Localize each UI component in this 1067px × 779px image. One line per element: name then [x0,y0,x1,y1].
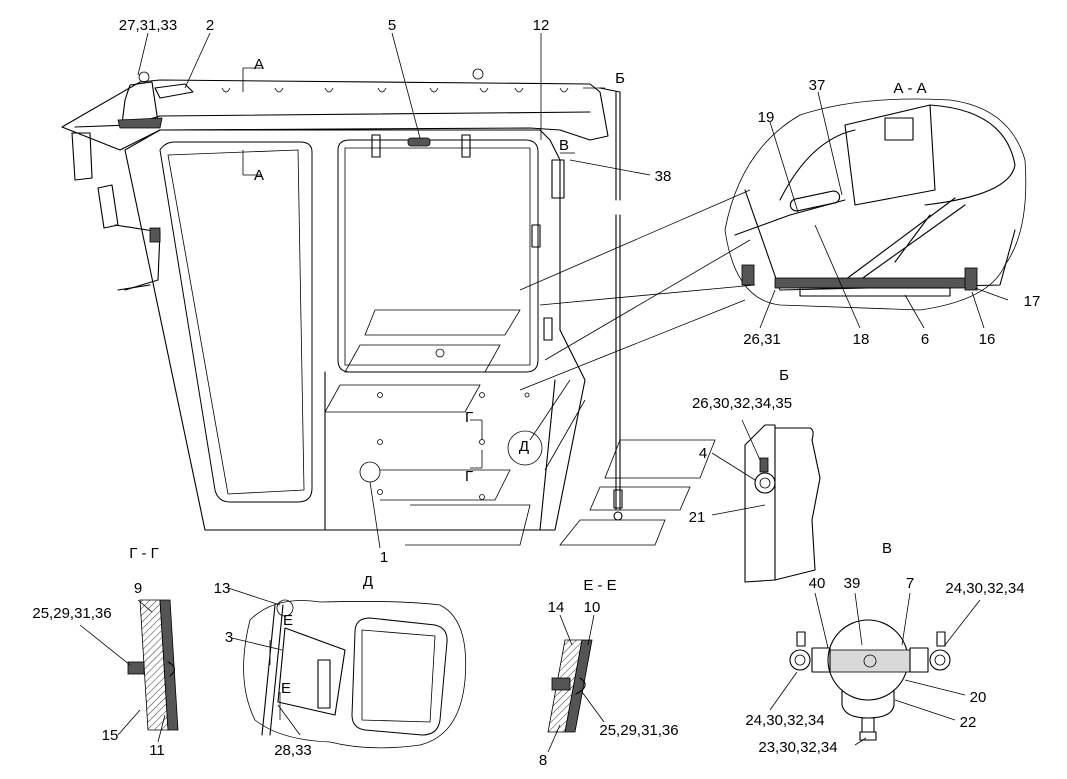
callout-v: В [559,137,569,154]
callout-14: 14 [548,599,565,616]
callout-17: 17 [1024,293,1041,310]
section-title-gg: Г - Г [129,545,159,562]
callout-8: 8 [539,752,547,769]
left-mirror [71,132,93,181]
view-d-cloud [243,600,467,749]
view-d [243,599,467,749]
section-titles: А - А Б В Г - Г Д Е - Е [129,80,926,594]
cab-body-outline [124,129,586,531]
side-window-left [159,141,313,503]
view-v [789,619,951,741]
section-title-v: В [882,540,892,557]
callout-11: 11 [149,742,165,759]
callout-a2: А [254,167,264,184]
callout-22: 22 [960,714,977,731]
callout-e1: Е [283,612,293,629]
callout-1: 1 [380,549,388,566]
section-aa-leaders [759,91,1009,329]
main-leaders [137,32,651,549]
view-b [711,419,821,583]
roof-vent [154,83,194,99]
callout-g1: Г [465,409,473,426]
callout-labels: 27,31,33 2 5 12 Б В 38 А А Г Г Д 1 37 19… [32,17,1040,769]
callout-19: 19 [758,109,775,126]
callout-26-30-32-34-35: 26,30,32,34,35 [692,395,792,412]
section-gg-leaders [79,599,166,743]
callout-25-29-31-36-a: 25,29,31,36 [32,605,111,622]
callout-25-29-31-36-b: 25,29,31,36 [599,722,678,739]
callout-10: 10 [584,599,601,616]
callout-5: 5 [388,17,396,34]
section-title-d: Д [363,573,373,590]
section-ee [547,639,593,733]
callout-23-30-32-34: 23,30,32,34 [758,739,837,756]
callout-3: 3 [225,629,233,646]
projection-panels [324,189,756,546]
section-ee-leaders [547,614,605,753]
section-title-b: Б [779,367,789,384]
callout-e2: Е [281,680,291,697]
main-cab-view [61,67,756,546]
callout-15: 15 [102,727,119,744]
callout-2: 2 [206,17,214,34]
callout-37: 37 [809,77,826,94]
section-aa-cloud [724,98,1027,311]
callout-39: 39 [844,575,861,592]
callout-24-30-32-34-b: 24,30,32,34 [745,712,824,729]
callout-18: 18 [853,331,870,348]
callout-7: 7 [906,575,914,592]
door-window [337,139,539,373]
section-title-aa: А - А [893,80,926,97]
callout-a1: А [254,56,264,73]
callout-9: 9 [134,580,142,597]
callout-13: 13 [214,580,231,597]
callout-d: Д [519,438,529,455]
callout-28-33: 28,33 [274,742,312,759]
callout-4: 4 [699,445,707,462]
section-title-ee: Е - Е [583,577,616,594]
view-d-leaders [227,587,301,736]
callout-b-top: Б [615,70,625,87]
callout-6: 6 [921,331,929,348]
callout-27-31-33: 27,31,33 [119,17,177,34]
roof-ribs [138,68,569,93]
view-v-leaders [769,592,981,746]
callout-38: 38 [655,168,672,185]
drain-pipe [599,87,621,511]
callout-21: 21 [689,509,706,526]
callout-24-30-32-34-a: 24,30,32,34 [945,580,1024,597]
section-gg [127,599,179,731]
section-aa [724,98,1027,311]
callout-40: 40 [809,575,826,592]
view-d-window [351,617,448,736]
callout-20: 20 [970,689,987,706]
callout-26-31: 26,31 [743,331,781,348]
callout-g2: Г [465,468,473,485]
section-markers [242,67,605,469]
callout-12: 12 [533,17,550,34]
callout-16: 16 [979,331,996,348]
